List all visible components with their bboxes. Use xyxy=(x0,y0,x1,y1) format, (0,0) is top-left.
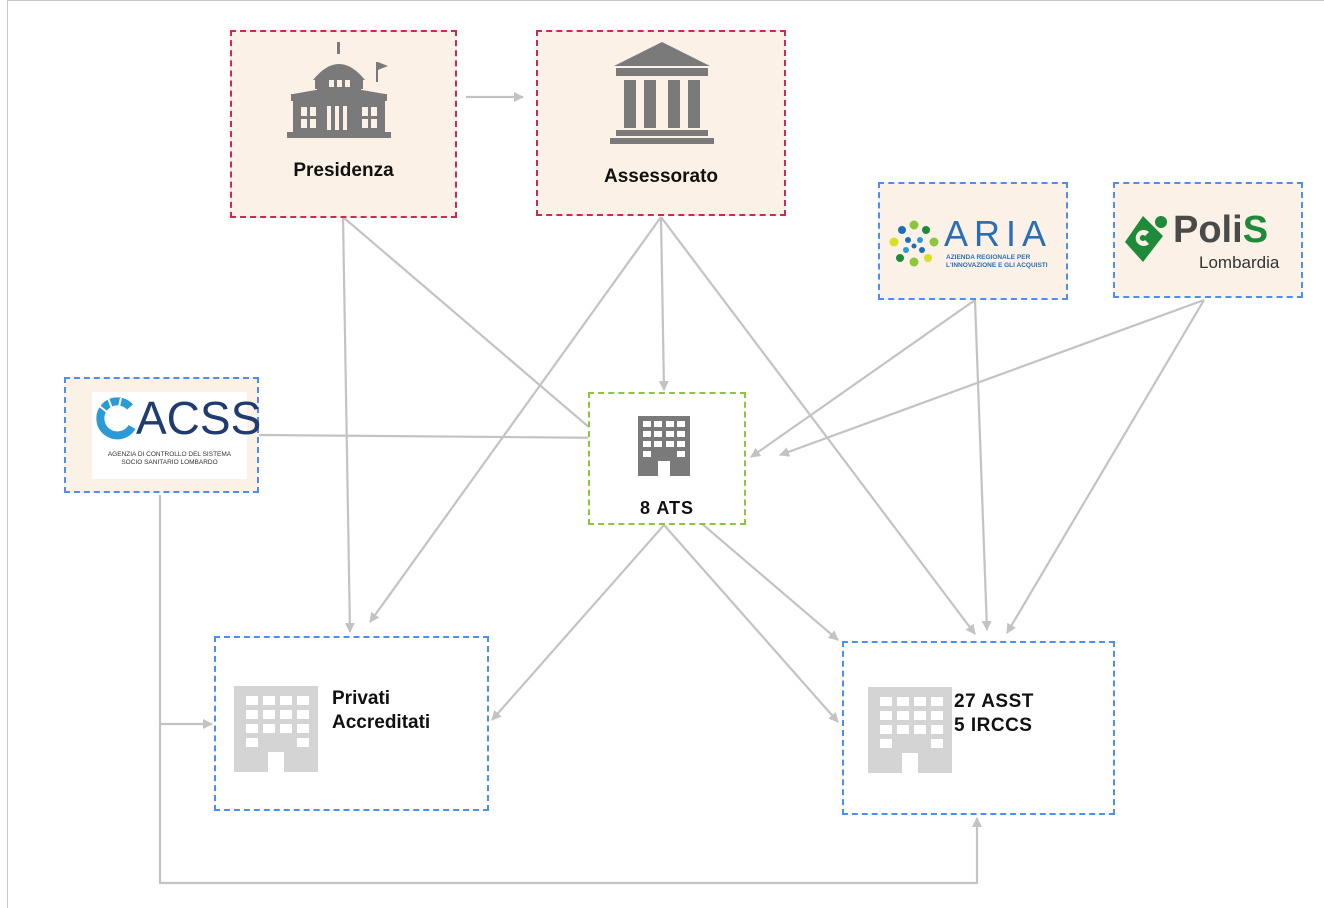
aria-tagline-2: L'INNOVAZIONE E GLI ACQUISTI xyxy=(946,262,1048,269)
acss-name: ACSS xyxy=(136,392,262,444)
node-privati-accreditati[interactable]: Privati Accreditati xyxy=(214,636,489,811)
frame-top-border xyxy=(7,0,1324,1)
aria-logo-icon xyxy=(889,220,939,267)
acss-logo-icon xyxy=(96,397,136,440)
node-assessorato[interactable]: Assessorato xyxy=(536,30,786,216)
node-asst-irccs[interactable]: 27 ASST 5 IRCCS xyxy=(842,641,1115,815)
institution-columns-icon xyxy=(610,42,714,144)
privati-label-line-1: Privati xyxy=(332,688,391,709)
node-aria[interactable]: ARIA AZIENDA REGIONALE PER L'INNOVAZIONE… xyxy=(878,182,1068,300)
asst-label-line-1: 27 ASST xyxy=(954,691,1034,712)
arrow-aria-asst xyxy=(973,299,992,631)
privati-label-line-2: Accreditati xyxy=(332,712,431,733)
office-building-icon xyxy=(234,686,318,772)
frame-left-border xyxy=(7,0,8,908)
office-building-icon xyxy=(638,416,690,476)
node-polis[interactable]: PoliS Lombardia xyxy=(1113,182,1303,298)
acss-tagline-2: SOCIO SANITARIO LOMBARDO xyxy=(121,459,218,466)
arrow-assessorato-privati xyxy=(369,216,662,623)
arrow-presidenza-privati xyxy=(341,216,355,633)
node-presidenza[interactable]: Presidenza xyxy=(230,30,457,218)
government-building-icon xyxy=(287,42,391,138)
aria-name: ARIA xyxy=(944,213,1053,254)
arrow-assessorato-ats xyxy=(658,216,669,391)
assessorato-label: Assessorato xyxy=(603,166,719,187)
arrow-polis-asst xyxy=(1006,299,1205,634)
arrow-assessorato-asst xyxy=(660,216,976,635)
arrow-aria-ats xyxy=(750,299,976,458)
node-acss[interactable]: ACSS AGENZIA DI CONTROLLO DEL SISTEMA SO… xyxy=(64,377,262,493)
arrow-acss-ats xyxy=(258,432,621,443)
presidenza-label: Presidenza xyxy=(293,160,394,181)
polis-name-part-2: S xyxy=(1242,209,1269,251)
polis-subtitle: Lombardia xyxy=(1199,253,1280,272)
arrow-acss-privati xyxy=(158,495,213,729)
asst-label-line-2: 5 IRCCS xyxy=(954,715,1033,736)
ats-label: 8 ATS xyxy=(639,498,694,518)
arrow-polis-ats xyxy=(779,298,1205,457)
arrow-acss-asst xyxy=(158,724,982,885)
office-building-icon xyxy=(868,687,952,773)
arrow-ats-privati xyxy=(491,524,665,721)
polis-name: PoliS xyxy=(1173,210,1268,250)
aria-tagline-1: AZIENDA REGIONALE PER xyxy=(946,254,1031,261)
node-ats[interactable]: 8 ATS xyxy=(588,392,746,525)
arrow-ats-asst xyxy=(663,524,839,723)
acss-tagline-1: AGENZIA DI CONTROLLO DEL SISTEMA xyxy=(107,451,232,458)
polis-name-part-1: Poli xyxy=(1173,209,1243,251)
polis-logo-icon xyxy=(1125,216,1167,262)
